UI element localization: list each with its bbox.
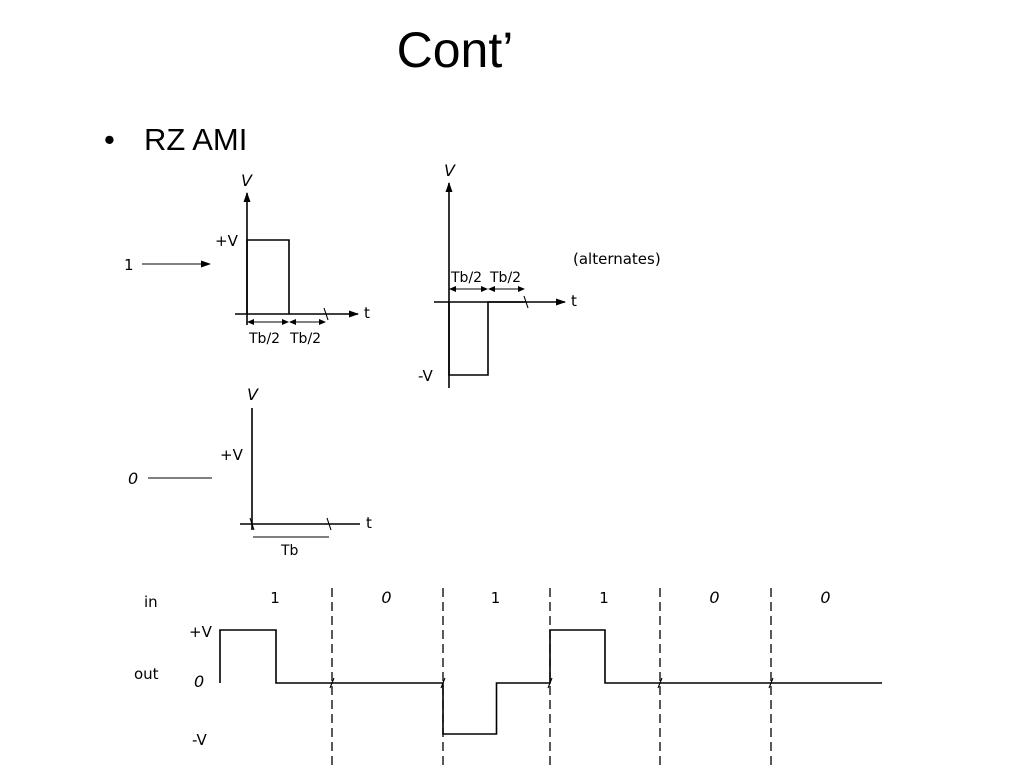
pulse-one-half-label-1: Tb/2 [248,331,280,347]
pulse-zero-tick-start [249,517,255,531]
boundary-tick [440,677,446,689]
waveform-in-label: in [144,593,158,611]
bullet-marker: • [104,122,115,157]
pulse-one-v-label: V [241,171,253,190]
pulse-zero-tick-end [326,517,332,531]
pulse-zero-level-label: +V [220,446,244,464]
pulse-zero-t-label: t [366,514,372,532]
pulse-zero-diagram: 0 V +V t Tb [128,385,372,559]
boundary-tick [768,677,774,689]
waveform-out-label: out [134,665,159,683]
bullet-item: • RZ AMI [104,120,247,160]
pulse-zero-v-label: V [247,385,259,404]
waveform-plus-label: +V [189,623,213,641]
bit-label: 1 [599,589,609,607]
pulse-one-level-label: +V [215,232,239,250]
pulse-neg-pulse [448,301,525,376]
slide-title: Cont’ [396,22,514,78]
pulse-neg-half-label-2: Tb/2 [489,270,521,286]
bit-label: 0 [820,588,830,607]
bit-label: 0 [381,588,391,607]
boundary-tick [657,677,663,689]
pulse-one-input-label: 1 [124,256,134,274]
pulse-one-pulse [246,239,290,314]
waveform-zero-label: 0 [194,672,204,691]
waveform-minus-label: -V [192,731,208,749]
pulse-neg-half-label-1: Tb/2 [450,270,482,286]
pulse-neg-note: (alternates) [573,250,661,268]
pulse-zero-period-label: Tb [280,543,299,559]
pulse-zero-input-label: 0 [128,469,138,488]
bit-label: 1 [270,589,280,607]
bullet-text: RZ AMI [144,122,248,157]
bit-label: 0 [709,588,719,607]
pulse-neg-diagram: V t -V Tb/2 Tb/2 (alternates) [418,161,661,388]
pulse-one-tick [323,307,329,321]
bit-label: 1 [491,589,501,607]
pulse-neg-t-label: t [571,292,577,310]
boundary-tick [547,677,553,689]
pulse-neg-tick [523,295,529,309]
pulse-neg-level-label: -V [418,367,434,385]
rz-ami-waveform: in out +V 0 -V 1 0 1 1 0 0 [134,588,882,768]
boundary-tick [329,677,335,689]
pulse-one-t-label: t [364,304,370,322]
pulse-neg-v-label: V [444,161,456,180]
pulse-one-half-label-2: Tb/2 [289,331,321,347]
output-signal [219,629,882,735]
pulse-one-diagram: 1 V t +V Tb/2 Tb/2 [124,171,370,347]
